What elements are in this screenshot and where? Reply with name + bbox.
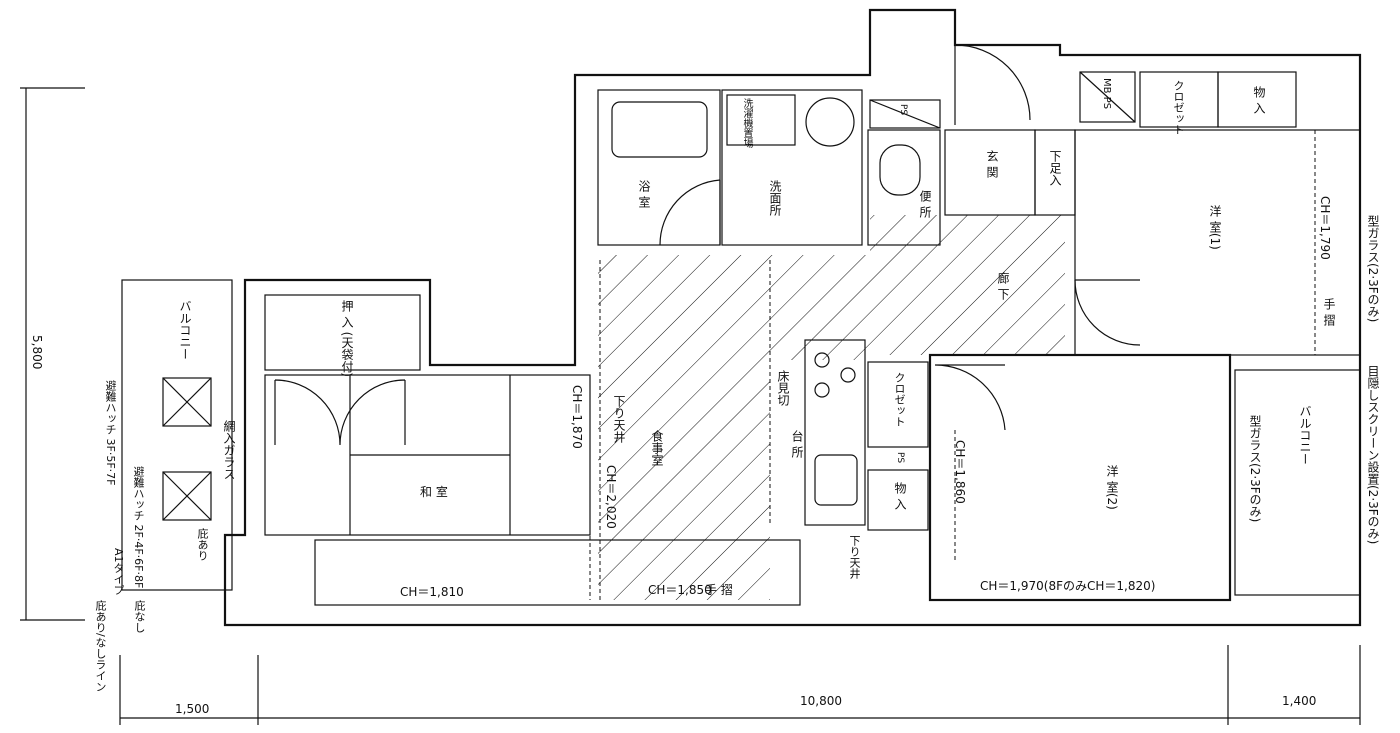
ch-1970: CH＝1,970(8FのみCH＝1,820) <box>980 579 1156 593</box>
dim-left: 1,500 <box>175 702 210 716</box>
hisashi-line: 庇あり/なしライン <box>94 600 107 692</box>
amiiri: 網入ガラス <box>222 420 236 480</box>
washitsu-label: 和 室 <box>420 485 448 499</box>
western1-door <box>1074 279 1141 346</box>
shoebox-label: 下足入 <box>1048 150 1062 186</box>
bath-label: 浴 室 <box>637 180 651 208</box>
ch-2020: CH＝2,020 <box>604 465 618 529</box>
ch-1850: CH＝1,850 <box>648 583 712 597</box>
bath-wall <box>597 89 721 246</box>
futon-label: 床見切 <box>776 370 790 406</box>
closet-b-box <box>867 361 929 448</box>
a1type: A1タイプ <box>112 548 125 596</box>
ch-1860: CH＝1,860 <box>953 440 967 504</box>
hatch-2-label: 避難ハッチ 2F·4F·6F·8F <box>132 466 145 589</box>
hatch-1 <box>162 377 212 427</box>
toilet-label: 便 所 <box>918 190 932 218</box>
dim-center: 10,800 <box>800 694 842 708</box>
tesuri-1: 手 摺 <box>1322 298 1336 326</box>
washitsu-door <box>274 379 406 446</box>
closet-b-label: クロゼット <box>893 372 906 427</box>
kitchen-floor <box>770 255 870 360</box>
hisashi-nashi: 庇なし <box>133 600 146 633</box>
sagari-2: 下り天井 <box>848 535 861 579</box>
balcony-right-label: バルコニー <box>1298 405 1312 465</box>
corridor-floor <box>870 215 1065 355</box>
washer-box <box>726 94 796 146</box>
closet-a-label: クロゼット <box>1172 80 1185 135</box>
katagarasu-top: 型ガラス(2·3Fのみ) <box>1366 215 1380 323</box>
ch-1790: CH＝1,790 <box>1318 196 1332 260</box>
bathtub <box>611 101 708 158</box>
western2-wall <box>928 353 1232 602</box>
ps2-label: PS <box>895 452 905 464</box>
storage-b-label: 物 入 <box>893 482 907 510</box>
western1-label: 洋 室(1) <box>1208 205 1222 250</box>
dining-label: 食事室 <box>650 430 664 466</box>
dim-height: 5,800 <box>30 335 44 370</box>
storage-a-box <box>1217 71 1297 128</box>
oshiire-label: 押 入 (天袋付) <box>340 300 354 377</box>
kitchen-label: 台 所 <box>790 430 804 458</box>
toilet-wall <box>867 129 941 246</box>
washroom-label: 洗面所 <box>768 180 782 216</box>
toilet-bowl <box>879 144 921 196</box>
storage-b-box <box>867 469 929 531</box>
bath-door <box>659 179 721 246</box>
ps-box <box>869 99 941 129</box>
oshiire-box <box>264 294 421 371</box>
sagari-1: 下り天井 <box>612 395 626 443</box>
kitchen-counter <box>804 339 866 526</box>
hisashi-ari: 庇あり <box>196 528 209 561</box>
entrance-label: 玄 関 <box>985 150 999 178</box>
washer-label: 洗濯機置場 <box>741 98 752 148</box>
mekakushi: 目隠しスクリーン設置(2·3Fのみ) <box>1366 365 1380 545</box>
balcony-left-wall <box>121 279 233 591</box>
ch-1810: CH＝1,810 <box>400 585 464 599</box>
hatch-2 <box>162 471 212 521</box>
outer-wall <box>223 8 1362 627</box>
entrance-door <box>954 44 1031 125</box>
western2-door <box>934 364 1006 431</box>
ps-label: PS <box>898 104 908 116</box>
sink-bowl <box>805 97 855 147</box>
balcony-left-label: バルコニー <box>178 300 192 360</box>
katagarasu-mid: 型ガラス(2·3Fのみ) <box>1248 415 1262 523</box>
washroom-wall <box>721 89 863 246</box>
dim-right: 1,400 <box>1282 694 1317 708</box>
storage-a-label: 物 入 <box>1252 86 1266 114</box>
south-band <box>314 539 801 606</box>
tesuri-2: 手 摺 <box>705 583 733 597</box>
mbps-box <box>1079 71 1136 123</box>
dining-floor <box>598 255 770 600</box>
mbps-label: MB PS <box>1101 78 1112 110</box>
corridor-label: 廊 下 <box>996 272 1010 300</box>
balcony-right-wall <box>1234 369 1361 596</box>
hatch-1-label: 避難ハッチ 3F·5F·7F <box>104 380 117 486</box>
kitchen-sink <box>814 454 858 506</box>
ch-1870: CH＝1,870 <box>570 385 584 449</box>
western2-label: 洋 室(2) <box>1105 465 1119 510</box>
